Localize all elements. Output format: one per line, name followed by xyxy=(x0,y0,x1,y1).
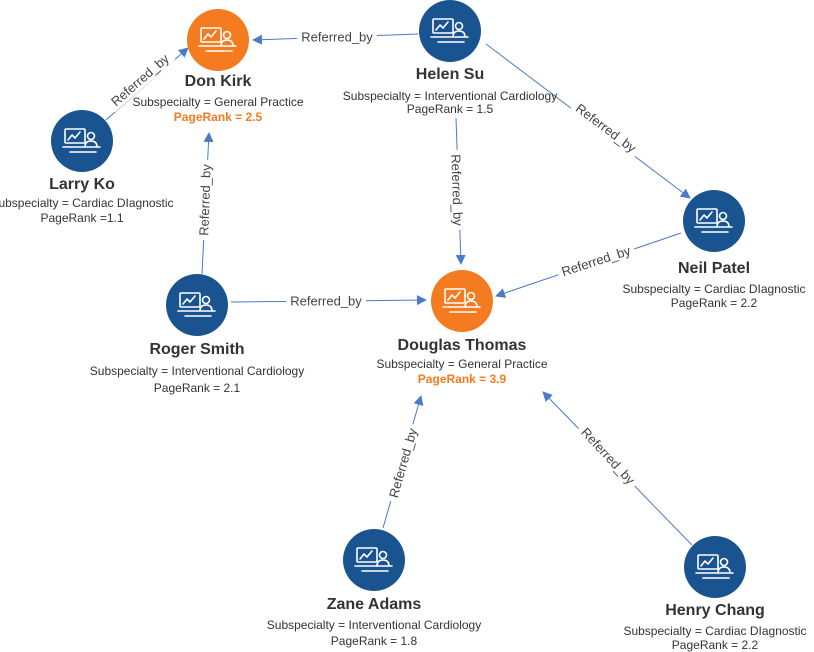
edge-label: Referred_by xyxy=(573,100,640,155)
node-pagerank-larry: PageRank =1.1 xyxy=(40,211,124,225)
edge-label-group: Referred_by xyxy=(555,241,637,281)
node-pagerank-zane: PageRank = 1.8 xyxy=(330,634,418,648)
edge-label: Referred_by xyxy=(578,425,638,488)
node-circle xyxy=(343,529,405,591)
node-neil[interactable] xyxy=(683,190,745,252)
node-subspecialty-neil: Subspecialty = Cardiac DIagnostic xyxy=(622,282,806,296)
edge-label-group: Referred_by xyxy=(447,149,467,231)
edge-label-group: Referred_by xyxy=(286,293,366,309)
edge-label-group: Referred_by xyxy=(574,421,642,491)
presenter-chart-icon xyxy=(62,128,101,153)
node-pagerank-douglas: PageRank = 3.9 xyxy=(417,372,507,386)
node-roger[interactable] xyxy=(166,274,228,336)
edge-label-group: Referred_by xyxy=(195,159,215,241)
node-pagerank-helen: PageRank = 1.5 xyxy=(406,102,494,116)
edge-label: Referred_by xyxy=(301,30,373,45)
node-subspecialty-larry: Subspecialty = Cardiac DIagnostic xyxy=(0,196,174,210)
presenter-chart-icon xyxy=(177,292,216,317)
node-circle xyxy=(419,0,481,62)
edge-label: Referred_by xyxy=(290,294,362,309)
node-larry[interactable] xyxy=(51,110,113,172)
node-subspecialty-henry: Subspecialty = Cardiac DIagnostic xyxy=(623,624,807,638)
node-zane[interactable] xyxy=(343,529,405,591)
node-circle xyxy=(51,110,113,172)
node-henry[interactable] xyxy=(684,536,746,598)
node-subspecialty-roger: Subspecialty = Interventional Cardiology xyxy=(89,364,305,378)
node-name-roger: Roger Smith xyxy=(149,341,245,358)
node-name-helen: Helen Su xyxy=(415,66,485,83)
node-name-larry: Larry Ko xyxy=(49,176,115,193)
edge-label: Referred_by xyxy=(448,154,466,227)
edge-label: Referred_by xyxy=(196,163,214,236)
presenter-chart-icon xyxy=(694,208,733,233)
node-pagerank-neil: PageRank = 2.2 xyxy=(670,296,758,310)
node-subspecialty-douglas: Subspecialty = General Practice xyxy=(376,357,548,371)
node-pagerank-henry: PageRank = 2.2 xyxy=(671,638,759,652)
node-circle xyxy=(187,9,249,71)
node-subspecialty-helen: Subspecialty = Interventional Cardiology xyxy=(342,89,558,103)
node-subspecialty-zane: Subspecialty = Interventional Cardiology xyxy=(266,618,482,632)
edge-label-group: Referred_by xyxy=(384,422,422,504)
node-circle xyxy=(684,536,746,598)
presenter-chart-icon xyxy=(442,288,481,313)
node-subspecialty-don: Subspecialty = General Practice xyxy=(132,95,304,109)
edge-label: Referred_by xyxy=(386,426,420,499)
node-name-douglas: Douglas Thomas xyxy=(397,337,527,354)
edge-label-group: Referred_by xyxy=(297,29,377,45)
node-circle xyxy=(431,270,493,332)
node-name-zane: Zane Adams xyxy=(326,596,422,613)
node-helen[interactable] xyxy=(419,0,481,62)
presenter-chart-icon xyxy=(695,554,734,579)
node-pagerank-roger: PageRank = 2.1 xyxy=(153,381,241,395)
node-circle xyxy=(166,274,228,336)
node-pagerank-don: PageRank = 2.5 xyxy=(173,110,263,124)
presenter-chart-icon xyxy=(354,547,393,572)
node-name-don: Don Kirk xyxy=(184,73,252,90)
edge-label-group: Referred_by xyxy=(569,97,643,159)
node-don[interactable] xyxy=(187,9,249,71)
node-douglas[interactable] xyxy=(431,270,493,332)
node-name-henry: Henry Chang xyxy=(665,602,765,619)
presenter-chart-icon xyxy=(430,18,469,43)
node-circle xyxy=(683,190,745,252)
node-name-neil: Neil Patel xyxy=(677,260,751,277)
presenter-chart-icon xyxy=(198,27,237,52)
